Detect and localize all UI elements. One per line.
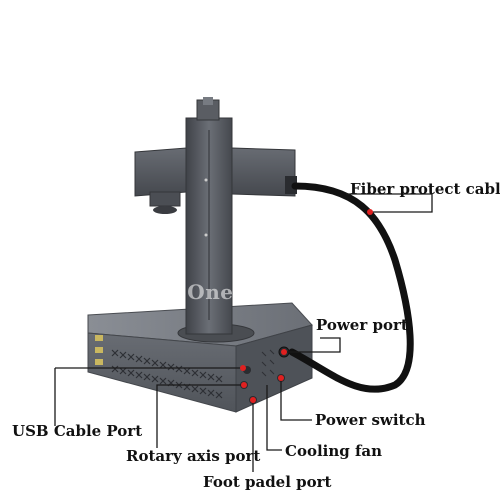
watermark-text: Ebay Onezone	[124, 280, 288, 304]
front-vent-pattern	[111, 349, 223, 399]
label-usb-cable-port: USB Cable Port	[12, 422, 143, 440]
label-power-port: Power port	[316, 316, 408, 334]
pointer-fiber-cable	[346, 193, 433, 213]
machine-base	[87, 302, 313, 413]
indicator-led-3	[95, 359, 103, 365]
indicator-led-1	[95, 335, 103, 341]
label-cooling-fan: Cooling fan	[285, 442, 383, 460]
pointer-power-port	[284, 337, 341, 353]
label-power-switch: Power switch	[315, 411, 426, 429]
pointer-rotary	[156, 384, 244, 448]
label-rotary-axis-port: Rotary axis port	[126, 447, 261, 465]
side-vent-pattern	[261, 349, 275, 377]
indicator-led-2	[95, 347, 103, 353]
pointer-cooling-fan	[266, 385, 282, 451]
label-foot-padel-port: Foot padel port	[203, 473, 332, 491]
fiber-protect-cable	[288, 182, 414, 393]
vertical-column	[185, 97, 233, 335]
laser-head	[134, 147, 297, 214]
pointer-lines	[54, 193, 433, 472]
pointer-power-switch	[280, 378, 312, 421]
red-markers	[240, 209, 373, 403]
label-fiber-protect-cable: Fiber protect cable	[350, 180, 500, 198]
